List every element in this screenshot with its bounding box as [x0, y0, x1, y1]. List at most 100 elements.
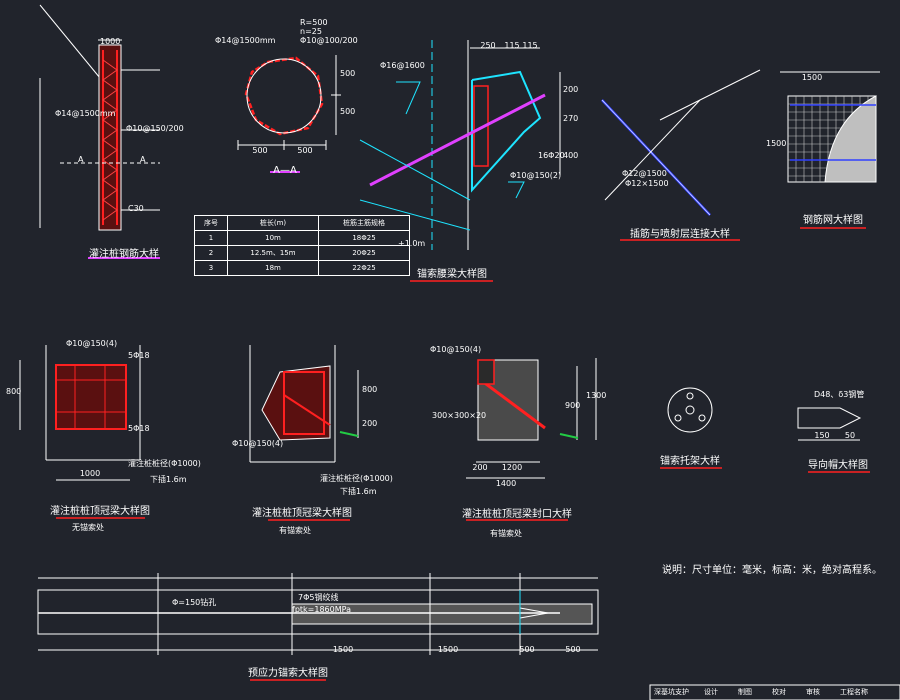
pile-rebar-detail: [39, 4, 160, 259]
prestress-anchor-note-3: fptk=1860MPa: [292, 605, 351, 614]
waist-beam-note-2: 16Φ20: [538, 151, 565, 160]
table-cell: 22Φ25: [318, 260, 410, 276]
table-cell: 12.5m、15m: [227, 245, 319, 261]
title-block-cell: 工程名称: [840, 688, 868, 696]
waist-beam-dim-top-2: 115: [504, 41, 520, 50]
section-mark-a: A: [78, 155, 84, 164]
cap-beam-seal-dim-2: 1200: [501, 463, 523, 472]
table-cell: 18Φ25: [318, 230, 410, 246]
prestress-anchor-note-1: Φ=150钻孔: [172, 598, 217, 607]
cap-beam-no-anchor-note-2: 5Φ18: [128, 351, 150, 360]
title-block-cell: 深基坑支护: [654, 688, 689, 696]
cap-beam-no-anchor-note-3: 5Φ18: [128, 424, 150, 433]
anchor-bracket-title: 锚索托架大样: [660, 456, 720, 467]
table-cell: 2: [194, 245, 228, 261]
section-mark-b: A: [140, 155, 146, 164]
cap-beam-anchor-dim-1: 800: [362, 385, 378, 394]
section-aa-note-3: Φ10@100/200: [300, 36, 358, 45]
cap-beam-no-anchor-dim-2: 1000: [79, 469, 101, 478]
table-cell: 20Φ25: [318, 245, 410, 261]
mesh-connection-title: 插筋与喷射层连接大样: [630, 229, 730, 240]
guide-cap-detail: [797, 407, 870, 473]
cap-beam-anchor-note-2: 灌注桩桩径(Φ1000): [320, 474, 393, 483]
cap-beam-anchor-dim-2: 200: [362, 419, 378, 428]
prestress-anchor-dim-2: 1500: [437, 645, 459, 654]
cap-beam-no-anchor-note-5: 下插1.6m: [150, 475, 187, 484]
guide-cap-dim-1: 150: [814, 431, 830, 440]
section-aa-dim-2: 500: [297, 146, 313, 155]
table-cell: 1: [194, 230, 228, 246]
waist-beam-dim-top-1: 250: [480, 41, 496, 50]
pile-label-2: Φ10@150/200: [126, 124, 184, 133]
waist-beam-dim-side-1: 200: [563, 85, 579, 94]
pile-dim-top: 1000: [100, 37, 121, 46]
pile-label-1: Φ14@1500mm: [55, 109, 116, 118]
steel-mesh-dim-1: 1500: [801, 73, 823, 82]
table-cell: 10m: [227, 230, 319, 246]
cap-beam-no-anchor-note-4: 灌注桩桩径(Φ1000): [128, 459, 201, 468]
rebar-table: 序号 桩长(m) 桩筋主筋规格 1 10m 18Φ25 2 12.5m、15m …: [194, 215, 410, 276]
cap-beam-anchor-detail: [249, 345, 359, 521]
table-header-cell: 桩筋主筋规格: [318, 215, 410, 231]
prestress-anchor-detail: [37, 573, 599, 681]
table-row: 3 18m 22Φ25: [194, 260, 410, 276]
cap-beam-seal-dim-5: 1300: [586, 391, 607, 400]
title-block-frame: [649, 684, 900, 700]
waist-beam-note-1: Φ16@1600: [380, 61, 425, 70]
waist-beam-dim-side-2: 270: [563, 114, 579, 123]
pile-label-3: C30: [128, 204, 144, 213]
steel-mesh-dim-2: 1500: [766, 139, 787, 148]
guide-cap-title: 导向帽大样图: [808, 460, 868, 471]
prestress-anchor-dim-4: 500: [565, 645, 581, 654]
cap-beam-anchor-note-1: Φ10@150(4): [232, 439, 284, 448]
prestress-anchor-dim-1: 1500: [332, 645, 354, 654]
cap-beam-no-anchor-dim-1: 800: [6, 387, 22, 396]
cap-beam-seal-subtitle: 有锚索处: [490, 529, 522, 538]
guide-cap-dim-2: 50: [844, 431, 856, 440]
prestress-anchor-dim-3: 500: [519, 645, 535, 654]
title-block-cell: 校对: [772, 688, 786, 696]
rebar-table-header: 序号 桩长(m) 桩筋主筋规格: [194, 215, 410, 231]
waist-beam-dim-side-3: 400: [563, 151, 579, 160]
table-cell: 18m: [227, 260, 319, 276]
title-block-cell: 审核: [806, 688, 820, 696]
section-aa-side-dim-1: 500: [340, 69, 356, 78]
cap-beam-no-anchor-subtitle: 无锚索处: [72, 523, 104, 532]
table-cell: 3: [194, 260, 228, 276]
table-header-cell: 桩长(m): [227, 215, 319, 231]
section-aa: [237, 55, 341, 173]
mesh-connection-note-1: Φ12@1500: [622, 169, 667, 178]
cap-beam-anchor-title: 灌注桩桩顶冠梁大样图: [252, 508, 352, 519]
cap-beam-seal-dim-4: 900: [565, 401, 581, 410]
waist-beam-note-3: Φ10@150(2): [510, 171, 562, 180]
cap-beam-anchor-subtitle: 有锚索处: [279, 526, 311, 535]
waist-beam-title: 锚索腰梁大样图: [417, 269, 487, 280]
prestress-anchor-title: 预应力锚索大样图: [248, 668, 328, 679]
section-aa-title: A—A: [273, 165, 297, 176]
cap-beam-seal-dim-1: 200: [472, 463, 488, 472]
table-row: 2 12.5m、15m 20Φ25: [194, 245, 410, 261]
drawing-note: 说明：尺寸单位：毫米，标高：米，绝对高程系。: [662, 565, 882, 576]
waist-beam-dim-top-3: 115: [522, 41, 538, 50]
mesh-connection-detail: [601, 69, 761, 241]
title-block-cell: 制图: [738, 688, 752, 696]
mesh-connection-note-2: Φ12×1500: [625, 179, 669, 188]
section-aa-dim-1: 500: [252, 146, 268, 155]
waist-beam-detail: [359, 40, 561, 282]
section-aa-note-1: R=500: [300, 18, 328, 27]
section-aa-note-4: Φ14@1500mm: [215, 36, 276, 45]
cap-beam-no-anchor-detail: [19, 345, 145, 519]
cap-beam-no-anchor-note-1: Φ10@150(4): [66, 339, 118, 348]
cap-beam-no-anchor-title: 灌注桩桩顶冠梁大样图: [50, 506, 150, 517]
steel-mesh-detail: [780, 71, 880, 229]
anchor-bracket-detail: [660, 387, 722, 469]
cap-beam-anchor-note-3: 下插1.6m: [340, 487, 377, 496]
prestress-anchor-note-2: 7Φ5钢绞线: [298, 593, 339, 602]
title-block-cell: 设计: [704, 688, 718, 696]
waist-beam-note-4: +1.0m: [398, 239, 426, 248]
table-header-cell: 序号: [194, 215, 228, 231]
cap-beam-seal-title: 灌注桩桩顶冠梁封口大样: [462, 509, 572, 520]
steel-mesh-title: 钢筋网大样图: [803, 215, 863, 226]
cap-beam-seal-detail: [466, 358, 597, 521]
